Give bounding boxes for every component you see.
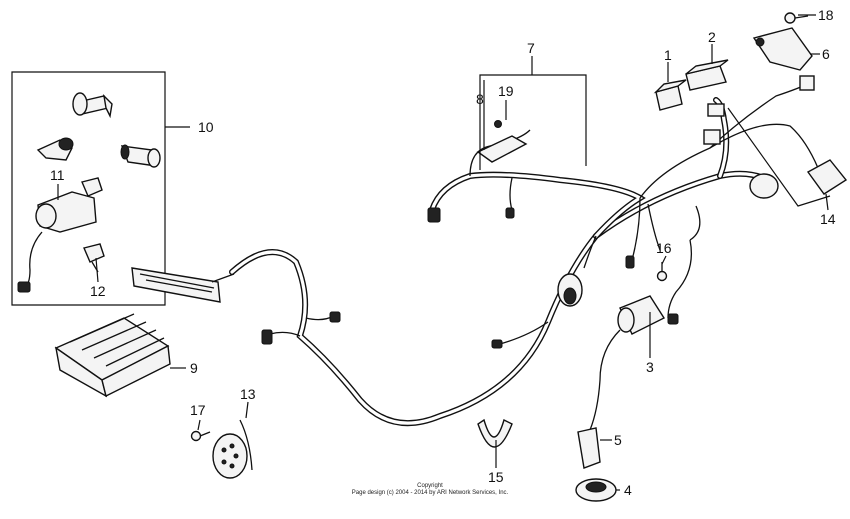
plug-cap-part: [577, 427, 601, 469]
callout-15: 15: [488, 469, 504, 485]
leader-lines: [57, 14, 829, 491]
junction-block-part: [476, 120, 528, 163]
callout-11: 11: [50, 167, 65, 183]
callout-10: 10: [198, 119, 214, 135]
starter-relay-part: [589, 295, 666, 431]
round-connector-part: [749, 173, 779, 199]
ignition-unit-6-part: [752, 27, 813, 71]
callout-12: 12: [90, 283, 106, 299]
harness-connector-block: [131, 267, 235, 303]
callout-6: 6: [822, 46, 830, 62]
relay-1-part: [653, 79, 687, 111]
callout-labels: 1 2 3 4 5 6 7 8 9 10 11 12 13 14 15 16 1…: [50, 7, 836, 498]
callout-7: 7: [527, 40, 535, 56]
regulator-rectifier-part: [54, 313, 171, 398]
callout-9: 9: [190, 360, 198, 376]
horn-part: [212, 419, 253, 479]
callout-19: 19: [498, 83, 514, 99]
callout-1: 1: [664, 47, 672, 63]
switch-cap-part: [36, 137, 74, 161]
callout-5: 5: [614, 432, 622, 448]
bolt-16-part: [656, 262, 668, 282]
callout-8: 8: [476, 91, 484, 107]
callout-13: 13: [240, 386, 256, 402]
relay-2-part: [685, 59, 729, 91]
ignition-switch-part: [17, 177, 103, 293]
callout-3: 3: [646, 359, 654, 375]
callout-4: 4: [624, 482, 632, 498]
relay-connectors: [703, 75, 815, 145]
main-wire-harness: [229, 81, 819, 427]
copyright-notice: Page design (c) 2004 - 2014 by ARI Netwo…: [351, 490, 509, 496]
switch-barrel-part: [120, 144, 161, 168]
switch-kit-bracket: [11, 71, 190, 306]
callout-17: 17: [190, 402, 206, 418]
screw-17-part: [190, 430, 211, 442]
bolt-18-part: [784, 12, 809, 24]
copyright-label: Copyright: [417, 483, 443, 489]
callout-18: 18: [818, 7, 834, 23]
callout-2: 2: [708, 29, 716, 45]
wire-clip-12-part: [83, 243, 105, 273]
clamp-15-part: [477, 418, 513, 448]
key-cylinder-part: [72, 92, 113, 119]
rubber-cap-part: [575, 478, 617, 502]
bracket-14-part: [727, 107, 848, 207]
small-connectors: [261, 207, 679, 349]
callout-14: 14: [820, 211, 836, 227]
harness-boot-part: [557, 273, 583, 307]
callout-16: 16: [656, 240, 672, 256]
